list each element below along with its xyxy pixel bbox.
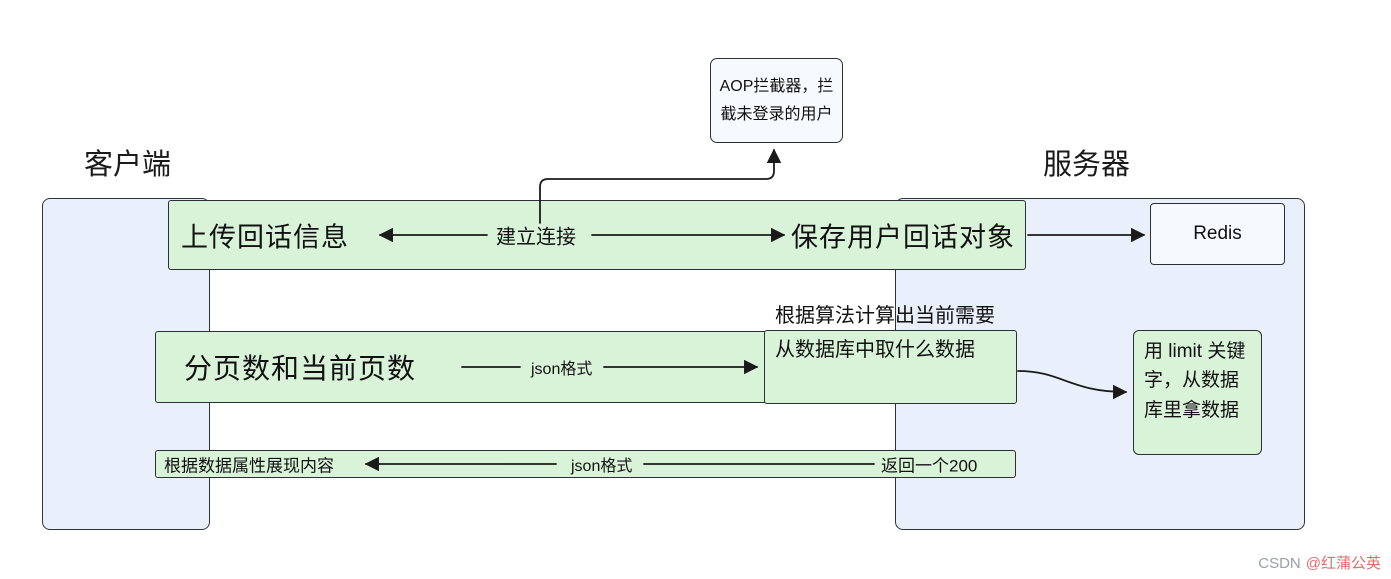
json-format-label-2: json格式 — [568, 452, 636, 476]
algorithm-label: 根据算法计算出当前需要从数据库中取什么数据 — [775, 305, 995, 361]
watermark-prefix: CSDN — [1258, 555, 1301, 572]
watermark-handle: @红蒲公英 — [1305, 555, 1381, 572]
render-content-label: 根据数据属性展现内容 — [164, 456, 334, 476]
row3-response-bar: 根据数据属性展现内容 json格式 返回一个200 — [155, 450, 1016, 478]
limit-query-box: 用 limit 关键字，从数据库里拿数据 — [1133, 330, 1262, 455]
watermark: CSDN@红蒲公英 — [1258, 552, 1381, 573]
row1-session-bar: 上传回话信息 建立连接 保存用户回话对象 — [168, 200, 1026, 270]
save-session-label: 保存用户回话对象 — [791, 222, 1015, 253]
pagination-label: 分页数和当前页数 — [184, 353, 417, 384]
return-200-label: 返回一个200 — [881, 456, 978, 476]
limit-query-label: 用 limit 关键字，从数据库里拿数据 — [1144, 341, 1246, 421]
redis-label: Redis — [1193, 223, 1242, 244]
establish-connection-label: 建立连接 — [496, 226, 576, 249]
row2-pagination-bar: 分页数和当前页数 json格式 根据算法计算出当前需要从数据库中取什么数据 — [155, 305, 1017, 404]
redis-box: Redis — [1150, 203, 1285, 265]
aop-interceptor-box: AOP拦截器，拦截未登录的用户 — [710, 58, 843, 143]
server-title: 服务器 — [1043, 149, 1131, 181]
client-title: 客户端 — [84, 149, 172, 181]
aop-interceptor-label: AOP拦截器，拦截未登录的用户 — [719, 77, 834, 123]
upload-session-label: 上传回话信息 — [181, 222, 349, 253]
json-format-label-1: json格式 — [528, 355, 596, 379]
algorithm-box: 根据算法计算出当前需要从数据库中取什么数据 — [764, 305, 1017, 404]
